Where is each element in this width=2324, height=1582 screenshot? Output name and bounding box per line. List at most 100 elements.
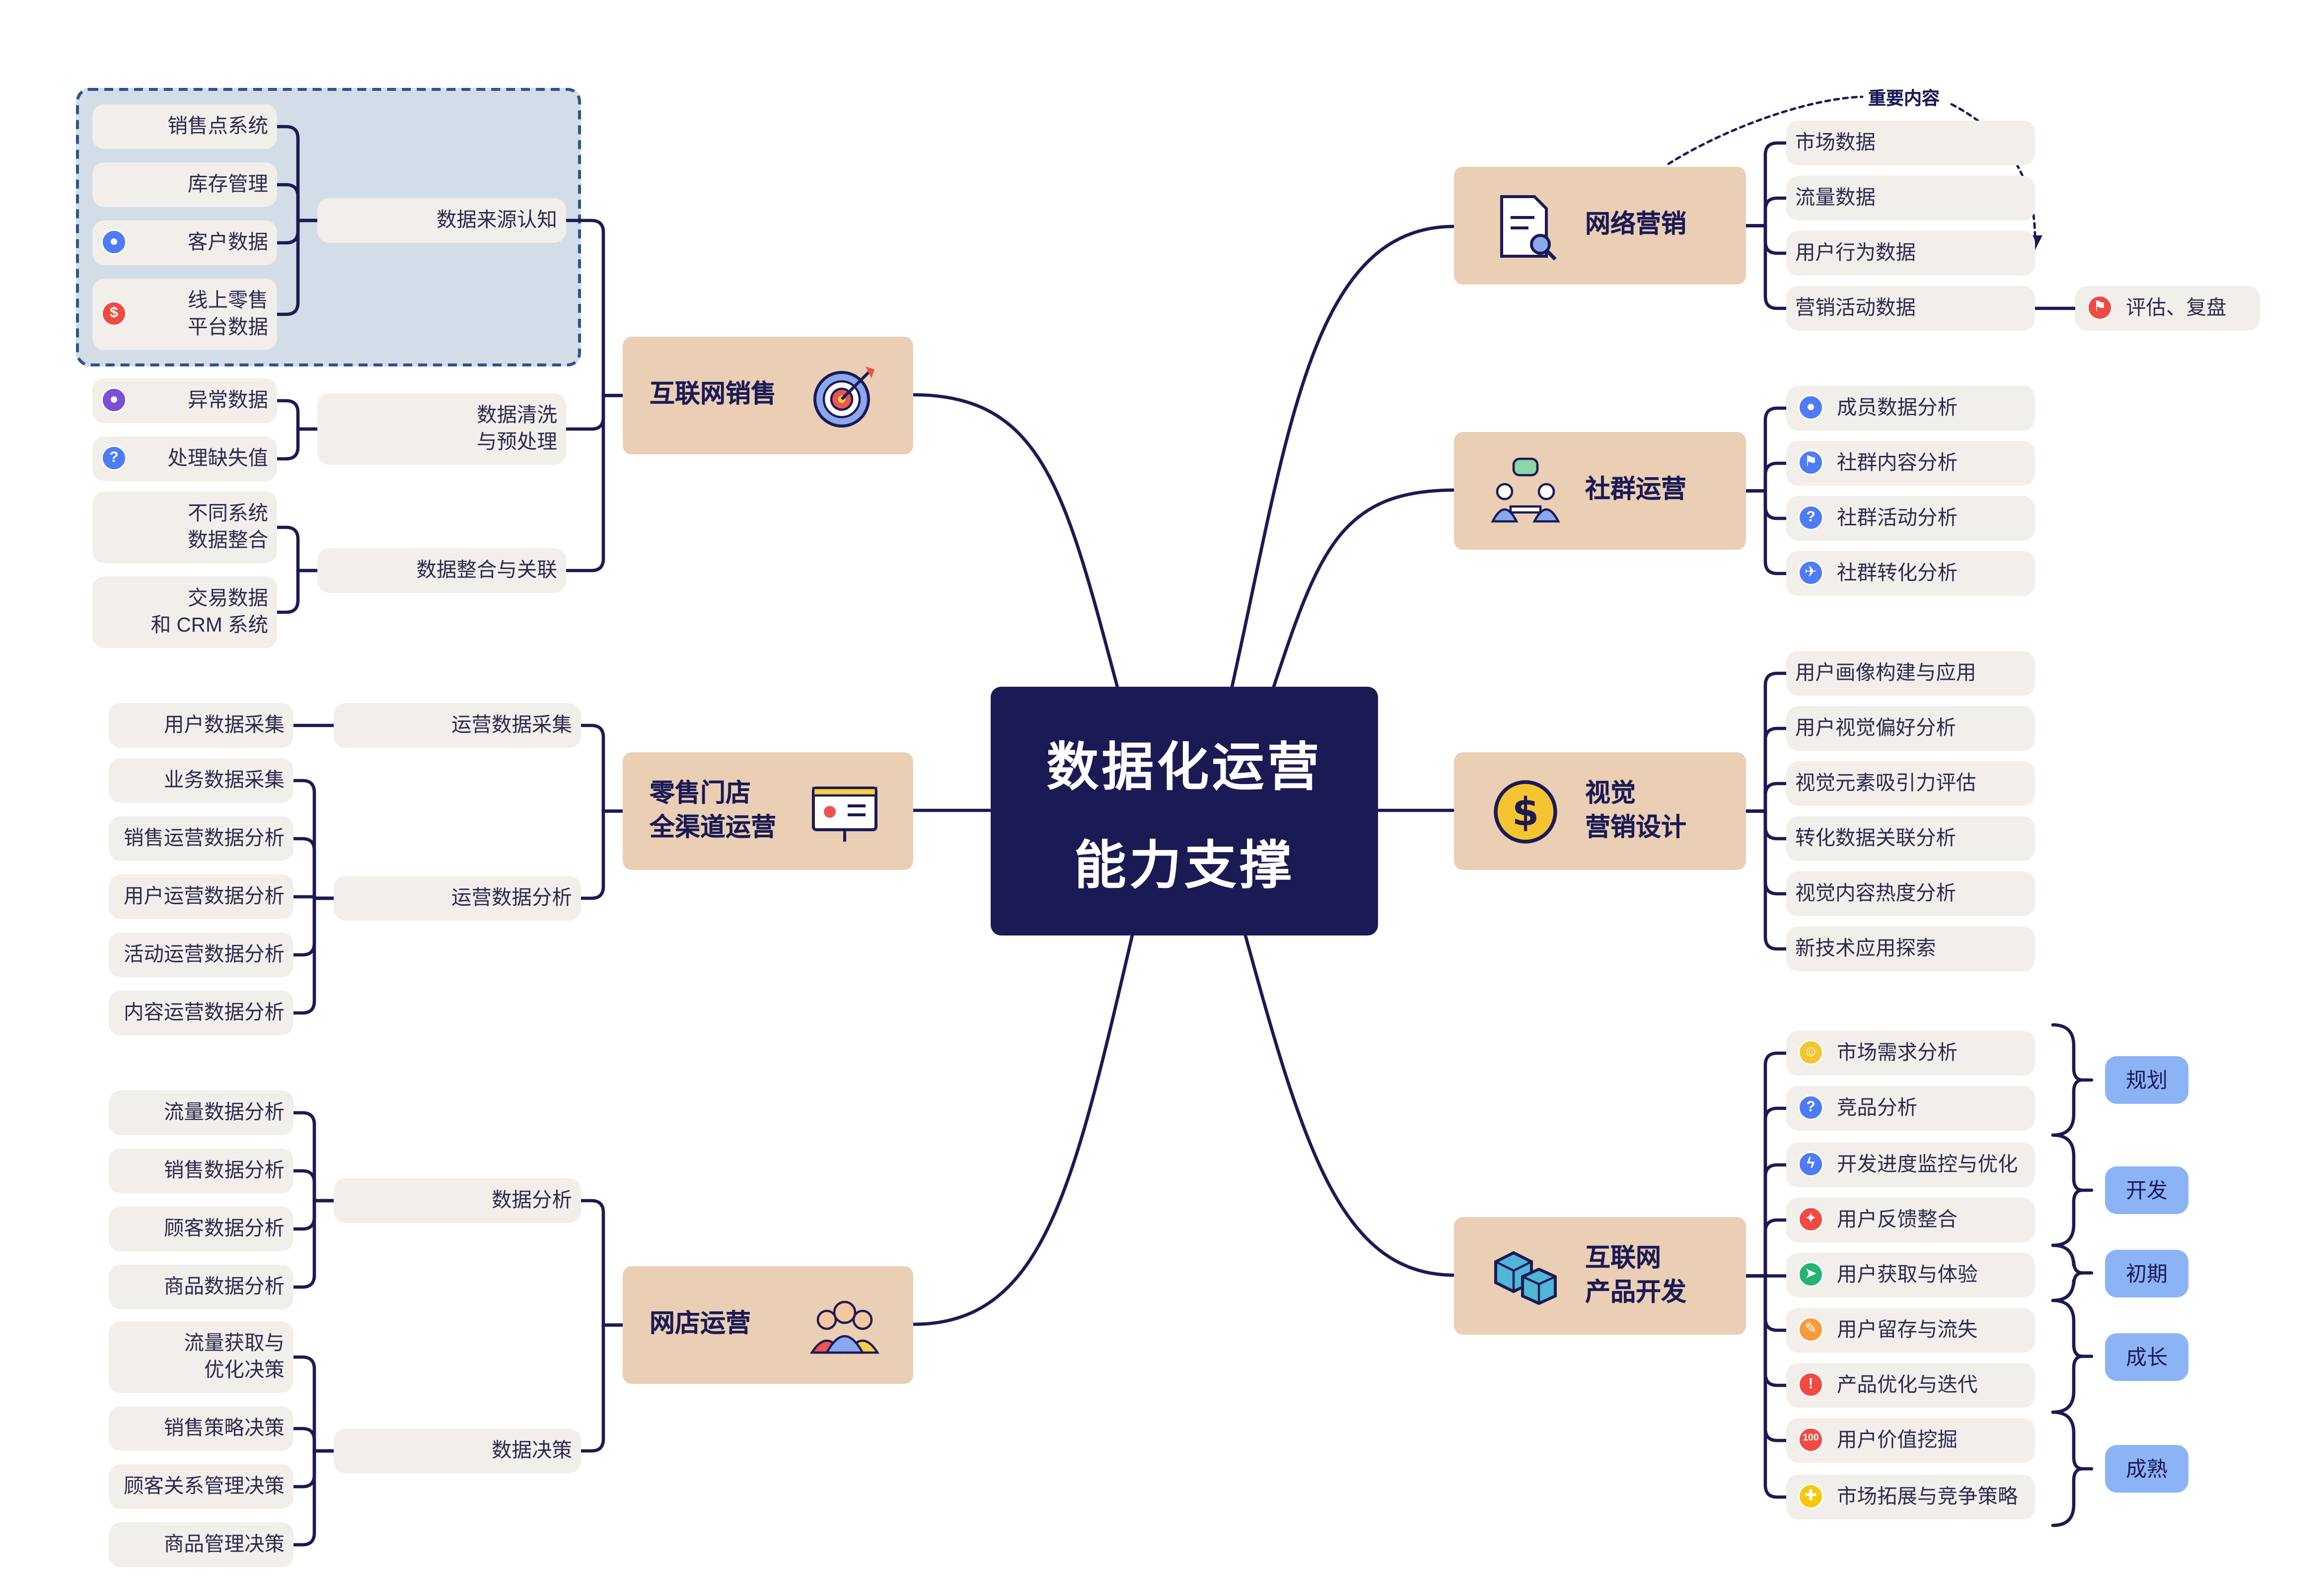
annotation-arrow <box>1667 95 1864 165</box>
leaf-node[interactable]: !产品优化与迭代 <box>1786 1363 2035 1408</box>
question-icon: ? <box>1798 1095 1823 1120</box>
leaf-node[interactable]: 市场数据 <box>1786 121 2035 165</box>
leaf-node[interactable]: ✦用户反馈整合 <box>1786 1198 2035 1242</box>
subtopic[interactable]: 运营数据采集 <box>334 703 581 748</box>
leaf-node[interactable]: 销售数据分析 <box>109 1149 293 1193</box>
leaf-node-child[interactable]: ⚑评估、复盘 <box>2075 286 2260 331</box>
leaf-node[interactable]: 交易数据 和 CRM 系统 <box>92 576 277 648</box>
exclamation-icon: ! <box>1798 1372 1823 1397</box>
subtopic[interactable]: 数据分析 <box>334 1178 581 1223</box>
topic-right-2[interactable]: 视觉 营销设计$ <box>1454 752 1746 870</box>
connector <box>275 399 319 431</box>
topic-title: 网络营销 <box>1585 210 1686 239</box>
leaf-node[interactable]: 顾客关系管理决策 <box>109 1464 293 1509</box>
connector <box>291 1355 336 1453</box>
connector <box>1744 726 1788 813</box>
leaf-node[interactable]: $线上零售 平台数据 <box>92 279 277 350</box>
connector <box>564 394 625 573</box>
relationship-annotation[interactable]: 重要内容 <box>1865 85 1943 110</box>
subtopic[interactable]: 数据来源认知 <box>317 198 566 243</box>
stage-tag[interactable]: 成熟 <box>2105 1445 2188 1493</box>
subtopic[interactable]: 数据整合与关联 <box>317 548 566 593</box>
stage-tag[interactable]: 成长 <box>2105 1332 2188 1380</box>
leaf-node[interactable]: ● 异常数据 <box>92 378 277 423</box>
leaf-node[interactable]: 库存管理 <box>92 162 277 207</box>
subtopic-label: 数据整合与关联 <box>416 558 558 581</box>
leaf-node[interactable]: ✈社群转化分析 <box>1786 551 2035 596</box>
leaf-node[interactable]: ⚑社群内容分析 <box>1786 441 2035 486</box>
leaf-node[interactable]: 不同系统 数据整合 <box>92 492 277 563</box>
leaf-node[interactable]: ➤用户获取与体验 <box>1786 1253 2035 1297</box>
connector <box>1243 934 1456 1277</box>
leaf-node[interactable]: 商品管理决策 <box>109 1522 293 1567</box>
connector <box>1272 488 1456 689</box>
leaf-node[interactable]: 营销活动数据 <box>1786 286 2035 331</box>
leaf-node[interactable]: 用户数据采集 <box>109 703 293 748</box>
connector <box>1744 461 1788 493</box>
question-icon: ? <box>1798 505 1823 530</box>
topic-right-3[interactable]: 互联网 产品开发 <box>1454 1217 1746 1335</box>
leaf-node[interactable]: ?竞品分析 <box>1786 1086 2035 1131</box>
leaf-node[interactable]: 流量数据 <box>1786 176 2035 220</box>
subtopic[interactable]: 数据决策 <box>334 1429 581 1473</box>
leaf-node[interactable]: 商品数据分析 <box>109 1265 293 1309</box>
leaf-node[interactable]: ?处理缺失值 <box>92 436 277 481</box>
connector <box>579 723 625 813</box>
leaf-node[interactable]: 新技术应用探索 <box>1786 927 2035 971</box>
leaf-node[interactable]: 内容运营数据分析 <box>109 991 293 1035</box>
leaf-node[interactable]: ☺市场需求分析 <box>1786 1031 2035 1076</box>
user-purple-icon: ● <box>101 387 127 413</box>
leaf-node[interactable]: 顾客数据分析 <box>109 1207 293 1251</box>
leaf-node[interactable]: ●成员数据分析 <box>1786 386 2035 431</box>
leaf-node[interactable]: ✎用户留存与流失 <box>1786 1308 2035 1353</box>
leaf-node[interactable]: 销售策略决策 <box>109 1406 293 1451</box>
connector <box>1230 224 1456 689</box>
stage-tag[interactable]: 规划 <box>2105 1056 2188 1104</box>
connector <box>1744 671 1788 813</box>
leaf-node[interactable]: 业务数据采集 <box>109 758 293 803</box>
connector <box>1744 782 1788 813</box>
central-topic[interactable]: 数据化运营 能力支撑 <box>991 687 1378 935</box>
leaf-label: 销售数据分析 <box>164 1158 285 1181</box>
leaf-label: 处理缺失值 <box>167 446 269 469</box>
leaf-node[interactable]: ✚市场拓展与竞争策略 <box>1786 1475 2035 1519</box>
topic-title: 互联网销售 <box>650 380 776 409</box>
subtopic[interactable]: 数据清洗 与预处理 <box>317 393 566 465</box>
leaf-node[interactable]: ?社群活动分析 <box>1786 496 2035 541</box>
leaf-node[interactable]: ●客户数据 <box>92 220 277 265</box>
connector <box>291 1169 336 1203</box>
leaf-label: 流量数据分析 <box>164 1100 285 1123</box>
leaf-label: 内容运营数据分析 <box>124 1001 285 1023</box>
leaf-label: 线上零售 平台数据 <box>188 288 268 338</box>
leaf-label: 社群内容分析 <box>1837 451 1958 474</box>
leaf-node[interactable]: 活动运营数据分析 <box>109 933 293 977</box>
topic-right-0[interactable]: 网络营销 <box>1454 167 1746 285</box>
topic-left-0[interactable]: 互联网销售 <box>623 337 913 454</box>
leaf-node[interactable]: 销售运营数据分析 <box>109 816 293 861</box>
connector <box>275 427 319 461</box>
leaf-node[interactable]: 用户运营数据分析 <box>109 874 293 919</box>
leaf-node[interactable]: 用户行为数据 <box>1786 231 2035 276</box>
leaf-label: 异常数据 <box>188 388 268 411</box>
leaf-node[interactable]: 流量数据分析 <box>109 1090 293 1135</box>
leaf-node[interactable]: 流量获取与 优化决策 <box>109 1321 293 1393</box>
leaf-node[interactable]: 用户画像构建与应用 <box>1786 651 2035 696</box>
subtopic-label: 运营数据采集 <box>451 713 572 736</box>
leaf-node[interactable]: 用户视觉偏好分析 <box>1786 706 2035 751</box>
stage-tag[interactable]: 开发 <box>2105 1166 2188 1214</box>
stage-tag[interactable]: 初期 <box>2105 1249 2188 1297</box>
leaf-label: 视觉元素吸引力评估 <box>1795 771 1976 794</box>
leaf-node[interactable]: 视觉内容热度分析 <box>1786 871 2035 916</box>
subtopic[interactable]: 运营数据分析 <box>334 876 581 921</box>
topic-title: 网店运营 <box>650 1309 751 1338</box>
leaf-node[interactable]: 转化数据关联分析 <box>1786 816 2035 861</box>
topic-right-1[interactable]: 社群运营 <box>1454 432 1746 550</box>
topic-left-2[interactable]: 网店运营 <box>623 1266 913 1384</box>
topic-left-1[interactable]: 零售门店 全渠道运营 <box>623 752 913 870</box>
leaf-node[interactable]: 销售点系统 <box>92 104 277 149</box>
leaf-label: 用户数据采集 <box>164 713 285 736</box>
leaf-label: 不同系统 数据整合 <box>188 502 268 551</box>
leaf-node[interactable]: 视觉元素吸引力评估 <box>1786 761 2035 806</box>
